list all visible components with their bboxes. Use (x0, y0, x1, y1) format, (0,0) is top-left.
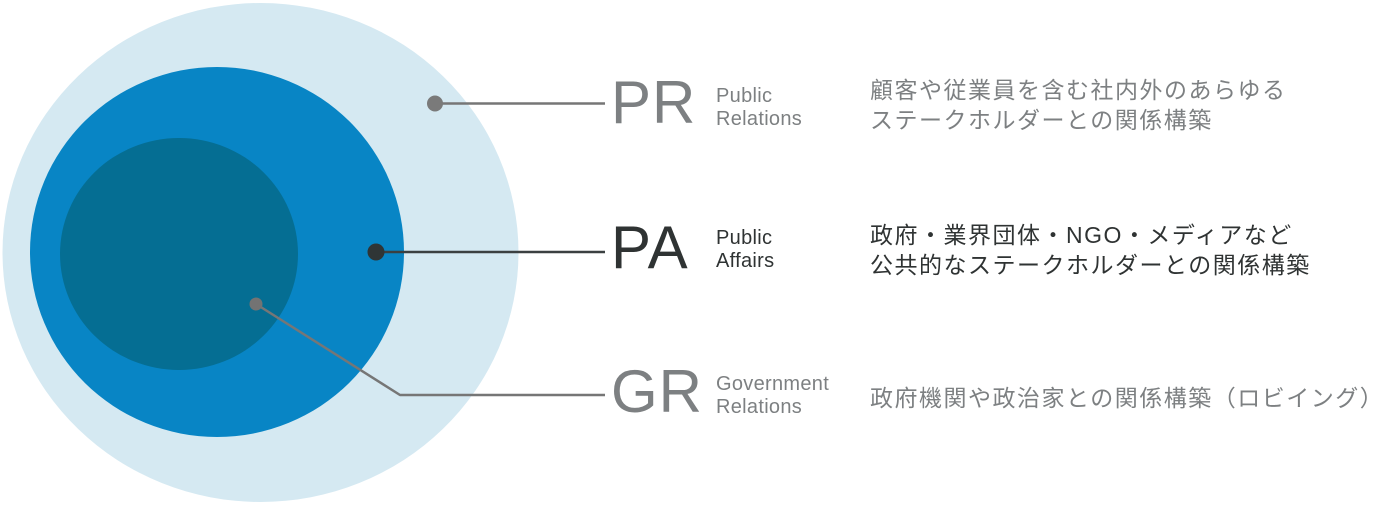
pa-anchor-dot (367, 243, 385, 261)
gr-anchor-dot (249, 297, 263, 311)
gr-circle (60, 138, 298, 370)
pr-anchor-dot (427, 95, 443, 112)
gr-leader-line (255, 302, 605, 397)
